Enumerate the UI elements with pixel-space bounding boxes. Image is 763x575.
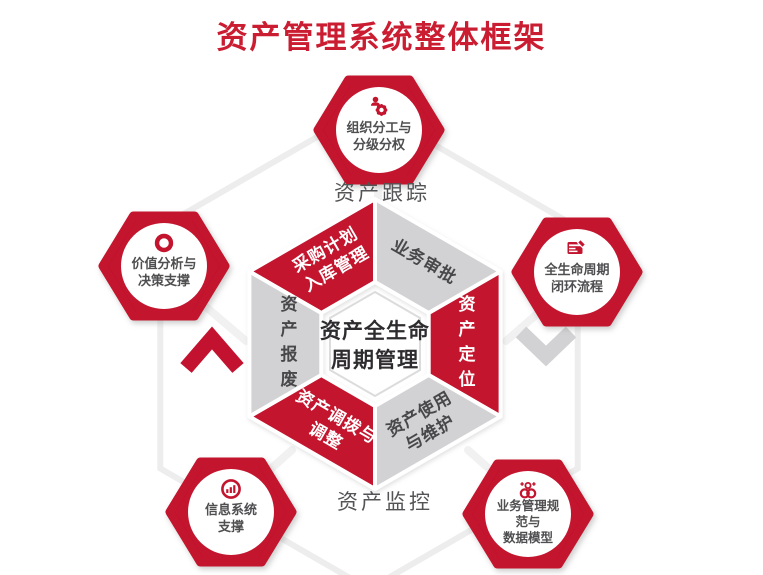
badge-label-line: 信息系统 <box>204 503 257 518</box>
lifecycle-wheel <box>247 197 503 491</box>
lifebuoy-icon <box>154 233 174 253</box>
ring-label-bottom: 资产监控 <box>337 490 433 514</box>
person-gear-icon <box>371 96 388 116</box>
badge-label-line: 范与 <box>515 514 541 529</box>
segment-disposal <box>247 269 324 419</box>
badge-label-line: 组织分工与 <box>346 121 412 136</box>
wheel-center-line: 资产全生命 <box>320 318 430 343</box>
badge-right <box>511 217 643 327</box>
badge-circle <box>534 229 620 315</box>
badge-label-line: 价值分析与 <box>131 257 197 272</box>
badge-right-label: 全生命周期 闭环流程 <box>517 263 637 296</box>
badge-bottom-left <box>165 457 297 567</box>
badge-label-line: 业务管理规 <box>496 498 560 513</box>
badge-circle <box>188 469 274 555</box>
badge-circle <box>336 87 422 173</box>
badge-label-line: 数据模型 <box>502 530 553 545</box>
group-link-icon <box>519 482 537 499</box>
badge-bottom-right <box>462 459 594 569</box>
badge-circle <box>485 471 571 557</box>
document-edit-icon <box>567 238 587 254</box>
wheel-center-title: 资产全生命 周期管理 <box>320 316 430 374</box>
up-chevron-red <box>180 326 244 373</box>
down-chevron-gray <box>515 326 577 367</box>
badge-top-label: 组织分工与 分级分权 <box>319 121 439 154</box>
badge-label-line: 支撑 <box>217 519 244 535</box>
inner-hexagon-outline <box>329 290 421 398</box>
bar-chart-icon <box>221 479 241 499</box>
badge-left <box>98 211 230 321</box>
segment-label-disposal: 资产报废 <box>276 295 297 395</box>
badge-label-line: 决策支撑 <box>137 273 190 289</box>
badge-bottom-right-label: 业务管理规 范与 数据模型 <box>468 498 588 546</box>
segment-label-location: 资产定位 <box>454 295 475 395</box>
badge-label-line: 分级分权 <box>352 137 405 153</box>
badge-circle <box>121 223 207 309</box>
badge-label-line: 闭环流程 <box>550 279 603 295</box>
badge-top <box>313 75 445 185</box>
ring-label-top: 资产跟踪 <box>334 181 430 205</box>
wheel-center-line: 周期管理 <box>331 347 419 372</box>
page-title: 资产管理系统整体框架 <box>216 20 547 56</box>
badge-label-line: 全生命周期 <box>544 263 610 278</box>
badge-bottom-left-label: 信息系统 支撑 <box>171 503 291 536</box>
badge-left-label: 价值分析与 决策支撑 <box>104 257 224 290</box>
